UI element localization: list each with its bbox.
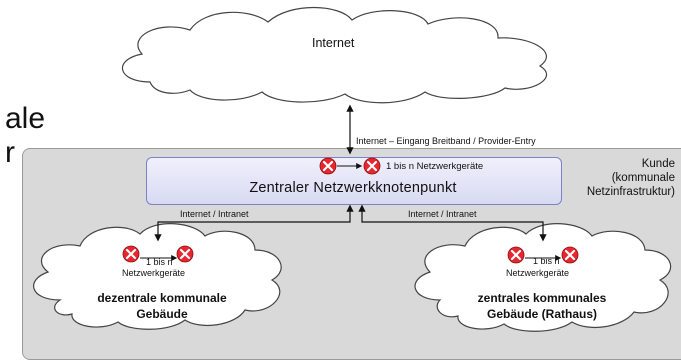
left-device-icon-a — [121, 244, 141, 264]
left-devices-count: 1 bis n — [146, 257, 173, 267]
uplink-label: Internet – Eingang Breitband / Provider-… — [356, 136, 536, 146]
customer-label-line2: (kommunale — [611, 172, 675, 184]
left-building-line1: dezentrale kommunale — [97, 291, 227, 305]
hub-devices-label: 1 bis n Netzwerkgeräte — [386, 161, 484, 172]
hub-device-icon-a — [318, 156, 338, 176]
right-building-label: zentrales kommunales Gebäude (Rathaus) — [442, 290, 642, 322]
left-link-arrow — [154, 204, 354, 242]
left-building-line2: Gebäude — [136, 307, 188, 321]
central-node-box — [146, 157, 562, 205]
right-building-cloud — [414, 223, 672, 332]
left-devices-label: Netzwerkgeräte — [122, 268, 186, 278]
left-device-icon-b — [175, 244, 195, 264]
internet-label: Internet — [312, 36, 355, 50]
right-link-label: Internet / Intranet — [408, 209, 477, 219]
hub-device-icon-b — [362, 156, 382, 176]
customer-label-line3: Netzinfrastruktur) — [586, 186, 675, 198]
right-building-line2: Gebäude (Rathaus) — [486, 307, 597, 321]
right-device-icon-a — [506, 245, 526, 265]
internet-cloud — [122, 6, 548, 104]
central-node-title: Zentraler Netzwerkknotenpunkt — [249, 180, 457, 196]
right-link-arrow — [358, 204, 547, 242]
cutoff-text-line2: r — [5, 136, 15, 169]
left-building-label: dezentrale kommunale Gebäude — [62, 290, 262, 322]
right-devices-label: Netzwerkgeräte — [506, 268, 570, 278]
right-devices-count: 1 bis n — [533, 256, 560, 266]
customer-label-line1: Kunde — [641, 158, 675, 170]
diagram-graphics — [33, 6, 672, 332]
left-link-label: Internet / Intranet — [180, 209, 249, 219]
right-building-line1: zentrales kommunales — [477, 291, 607, 305]
customer-label: Kunde (kommunale Netzinfrastruktur) — [587, 157, 675, 199]
cutoff-text-line1: ale — [5, 102, 46, 135]
right-device-icon-b — [560, 245, 580, 265]
left-building-cloud — [33, 223, 282, 330]
